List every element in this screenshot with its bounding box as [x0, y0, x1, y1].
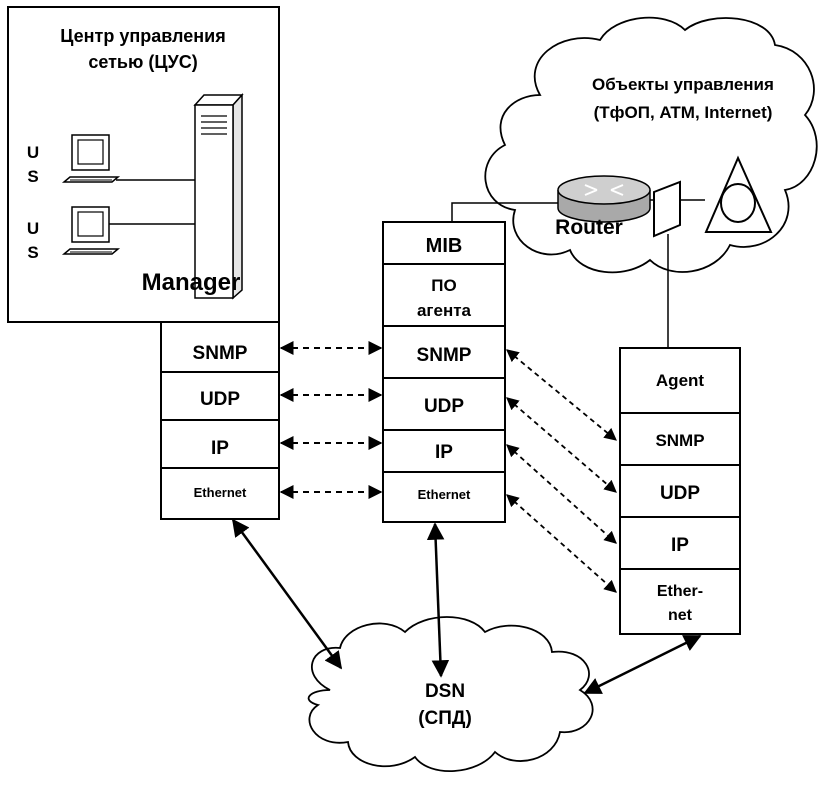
mib-box: [382, 221, 506, 265]
us-label-1-s: S: [27, 167, 38, 186]
manager-network-link: [231, 518, 343, 670]
agent-software-line2: агента: [417, 301, 472, 320]
peer-link-snmp-agent: [506, 349, 617, 441]
middle-snmp-layer: [382, 325, 506, 379]
agent-software-box: [382, 263, 506, 327]
agent-udp-label: UDP: [660, 483, 700, 504]
middle-stack: MIB ПО агента SNMP UDP IP Ethernet: [382, 221, 506, 523]
middle-udp-label: UDP: [424, 396, 464, 417]
middle-ip-layer: [382, 429, 506, 473]
us-label-2-s: S: [27, 243, 38, 262]
workstation-icon: [61, 134, 121, 183]
peer-link-ethernet-agent: [506, 494, 617, 593]
manager-ethernet-layer: [160, 467, 280, 520]
manager-snmp-layer: [160, 321, 280, 373]
middle-ethernet-label: Ethernet: [418, 487, 471, 502]
peer-link-udp-agent: [506, 397, 617, 493]
dsn-subtitle: (СПД): [418, 708, 472, 729]
nms-title-line2: сетью (ЦУС): [88, 52, 197, 72]
multiplexer-icon: [653, 180, 681, 238]
managed-objects-cloud: [484, 16, 818, 274]
peer-link-ip-agent: [506, 444, 617, 544]
dsn-cloud: [307, 616, 594, 773]
managed-objects-subtitle: (ТфОП, ATM, Internet): [594, 103, 773, 122]
exchange-icon: [704, 155, 773, 233]
middle-network-link: [426, 522, 450, 678]
agent-ethernet-line2: net: [668, 607, 693, 624]
mib-label: MIB: [426, 235, 463, 257]
agent-ip-layer: [619, 516, 741, 570]
middle-ethernet-layer: [382, 471, 506, 523]
agent-snmp-layer: [619, 412, 741, 466]
manager-ethernet-label: Ethernet: [194, 485, 247, 500]
agent-ethernet-layer: [619, 568, 741, 635]
agent-udp-layer: [619, 464, 741, 518]
manager-stack: SNMP UDP IP Ethernet: [160, 321, 280, 520]
managed-objects-title: Объекты управления: [592, 75, 774, 94]
nms-title-line1: Центр управления: [60, 26, 225, 46]
agent-ethernet-line1: Ether-: [657, 583, 703, 600]
middle-udp-layer: [382, 377, 506, 431]
middle-snmp-label: SNMP: [417, 345, 472, 366]
router-label: Router: [555, 216, 623, 239]
server-icon: [193, 93, 244, 300]
us-label-2-u: U: [27, 219, 39, 238]
agent-header-box: [619, 347, 741, 414]
manager-snmp-label: SNMP: [193, 343, 248, 364]
middle-ip-label: IP: [435, 442, 453, 463]
manager-ip-label: IP: [211, 438, 229, 459]
agent-snmp-label: SNMP: [655, 431, 704, 450]
agent-ip-label: IP: [671, 535, 689, 556]
agent-stack: Agent SNMP UDP IP Ether- net: [619, 347, 741, 635]
agent-header-label: Agent: [656, 371, 705, 390]
manager-udp-label: UDP: [200, 389, 240, 410]
workstation-icon: [61, 206, 121, 255]
dsn-title: DSN: [425, 681, 465, 702]
agent-software-line1: ПО: [431, 276, 456, 295]
us-label-1-u: U: [27, 143, 39, 162]
agent-network-link: [583, 634, 702, 695]
manager-label: Manager: [142, 269, 241, 296]
router-icon: [557, 175, 651, 223]
